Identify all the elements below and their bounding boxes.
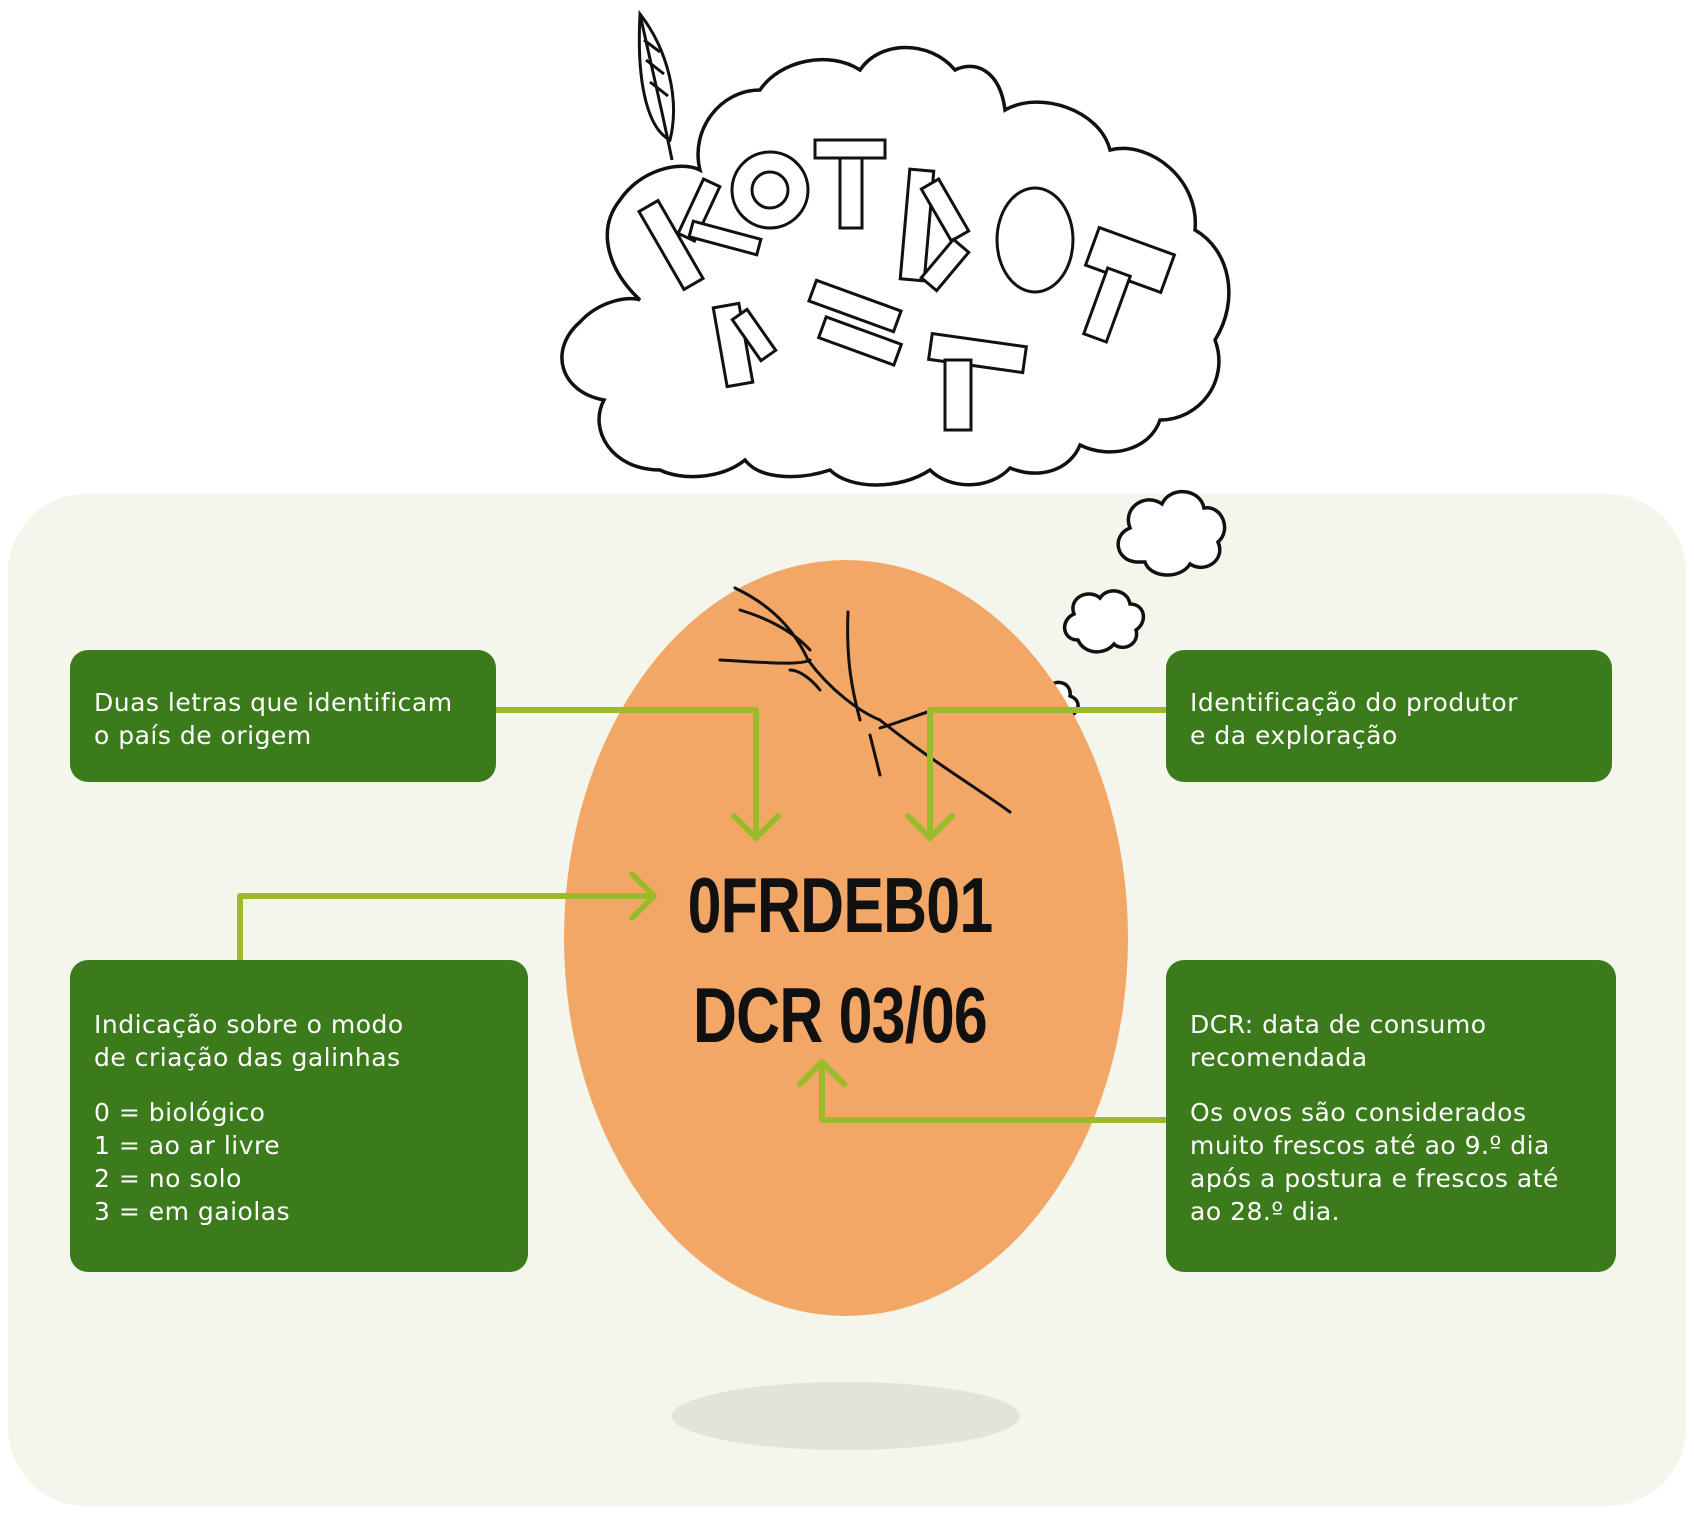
country-box: Duas letras que identificam o país de or… xyxy=(70,650,496,782)
dcr-text-2: recomendada xyxy=(1190,1043,1368,1072)
farming-code-0: 0 = biológico xyxy=(94,1098,266,1127)
egg-shape xyxy=(564,560,1128,1316)
egg-code-line2: DCR 03/06 xyxy=(693,971,988,1059)
dcr-box: DCR: data de consumo recomendada Os ovos… xyxy=(1166,960,1616,1272)
egg-code-line1: 0FRDEB01 xyxy=(687,861,994,949)
farming-box: Indicação sobre o modo de criação das ga… xyxy=(70,960,528,1272)
farming-code-2: 2 = no solo xyxy=(94,1164,242,1193)
dcr-note-4: ao 28.º dia. xyxy=(1190,1197,1341,1226)
dcr-note-2: muito frescos até ao 9.º dia xyxy=(1190,1131,1550,1160)
feather-icon xyxy=(637,9,675,161)
dcr-note-3: após a postura e frescos até xyxy=(1190,1164,1559,1193)
dcr-text-1: DCR: data de consumo xyxy=(1190,1010,1487,1039)
country-text-1: Duas letras que identificam xyxy=(94,688,453,717)
farming-text-1: Indicação sobre o modo xyxy=(94,1010,404,1039)
dcr-note-1: Os ovos são considerados xyxy=(1190,1098,1527,1127)
producer-text-1: Identificação do produtor xyxy=(1190,688,1518,717)
connector-arrows xyxy=(237,707,1169,1123)
country-text-2: o país de origem xyxy=(94,721,312,750)
producer-box: Identificação do produtor e da exploraçã… xyxy=(1166,650,1612,782)
producer-text-2: e da exploração xyxy=(1190,721,1398,750)
egg-crack xyxy=(718,586,1012,814)
farming-text-2: de criação das galinhas xyxy=(94,1043,401,1072)
farming-code-1: 1 = ao ar livre xyxy=(94,1131,281,1160)
egg-shadow xyxy=(672,1382,1020,1450)
kot-kot-kat-lettering xyxy=(636,138,1177,432)
farming-code-3: 3 = em gaiolas xyxy=(94,1197,291,1226)
